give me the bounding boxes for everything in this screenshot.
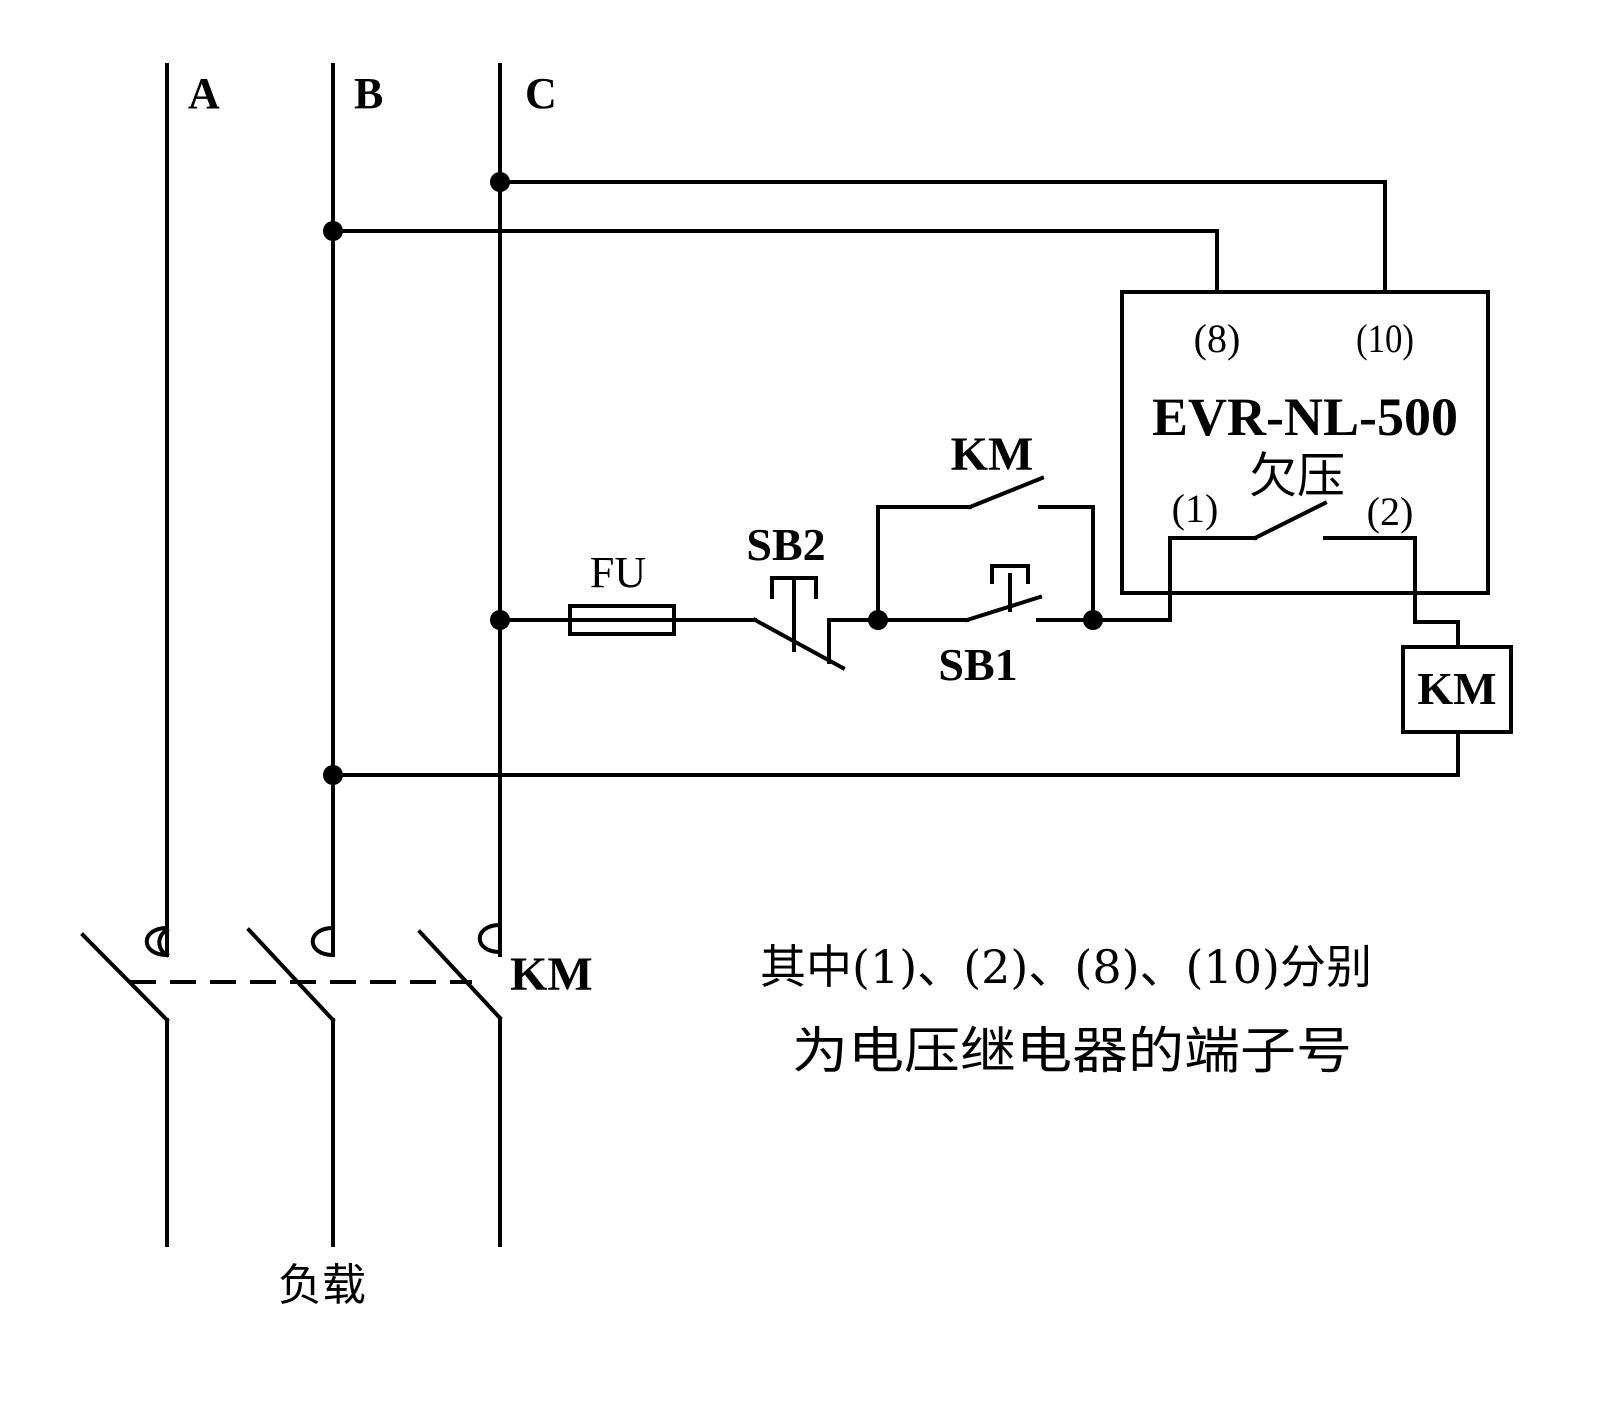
junction-b-top (323, 221, 343, 241)
holding-contact-blade (967, 475, 1045, 510)
fuse-label: FU (590, 548, 646, 597)
phase-c-label: C (525, 69, 557, 118)
phase-lines (165, 63, 502, 1247)
terminal-2-label: (2) (1367, 489, 1414, 534)
sb1-label: SB1 (938, 639, 1017, 690)
phase-b-label: B (354, 69, 383, 118)
sb1-contact-blade (964, 594, 1043, 623)
contact-blade-a (80, 932, 170, 1023)
relay-model-label: EVR-NL-500 (1152, 387, 1458, 447)
load-label: 负载 (278, 1260, 366, 1311)
terminal-10-label: (10) (1356, 316, 1414, 361)
relay-contact-blade (1252, 500, 1328, 541)
relay-function-label: 欠压 (1249, 448, 1345, 504)
arc-c (478, 922, 503, 955)
main-contactor-label: KM (510, 948, 593, 1001)
holding-contact-label: KM (951, 428, 1034, 481)
relay-contact-terminal-1-wire (1168, 536, 1257, 622)
sb2-button-head (770, 576, 818, 599)
relay-contact-terminal-2-wire (1323, 536, 1460, 649)
contact-blade-c (417, 929, 503, 1021)
phase-a-label: A (188, 69, 220, 118)
wire-c-to-terminal-10 (498, 180, 1387, 294)
arc-b (311, 925, 336, 958)
junction-c-top (490, 172, 510, 192)
wire-b-to-terminal-8 (331, 229, 1219, 294)
junction-b-bottom (323, 765, 343, 785)
contact-blade-b (246, 927, 336, 1023)
wire-coil-to-b (331, 730, 1460, 777)
coil-label: KM (1417, 663, 1496, 714)
sb2-label: SB2 (746, 519, 825, 570)
terminal-1-label: (1) (1172, 486, 1219, 531)
holding-contact-right-wire (1038, 505, 1095, 622)
holding-contact-left-wire (876, 505, 972, 622)
note-line-2: 为电压继电器的端子号 (792, 1022, 1352, 1080)
main-contactor (80, 922, 503, 1023)
junction-c-control (490, 610, 510, 630)
sb2-output-wire (827, 618, 880, 664)
arc-a (145, 925, 170, 958)
sb1-button-head (990, 564, 1030, 584)
voltage-relay-box (1120, 290, 1490, 595)
terminal-8-label: (8) (1194, 316, 1241, 361)
note-line-1: 其中(1)、(2)、(8)、(10)分别 (760, 940, 1372, 994)
